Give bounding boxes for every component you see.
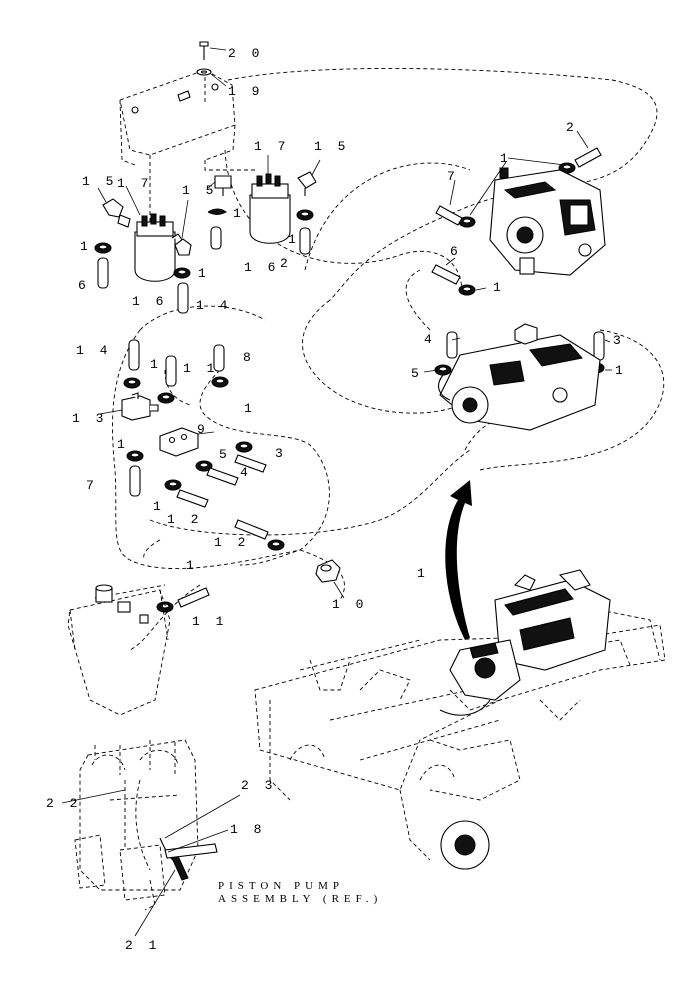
callout-19: 1 9 — [228, 84, 263, 99]
block-part-9 — [159, 427, 215, 457]
callout-4b: 4 — [424, 332, 436, 347]
callout-11a: 1 1 — [183, 361, 218, 376]
assembly-direction-arrow — [445, 480, 472, 640]
callout-1f: 1 — [244, 401, 256, 416]
callout-1b: 1 — [198, 266, 210, 281]
callout-9: 9 — [197, 422, 209, 437]
callout-7a: 7 — [86, 478, 98, 493]
piston-pump-lower — [423, 323, 612, 431]
callout-6b: 6 — [450, 244, 462, 259]
callout-15a: 1 5 — [82, 174, 117, 189]
caption-line-1: PISTON PUMP — [218, 880, 344, 892]
callout-3a: 3 — [275, 446, 287, 461]
callout-11b: 1 1 — [192, 614, 227, 629]
callout-2a: 2 — [280, 256, 292, 271]
callout-16b: 1 6 — [244, 260, 279, 275]
filter-part-16-left — [125, 185, 176, 282]
washer-part-19 — [196, 68, 227, 87]
callout-6a: 6 — [78, 278, 90, 293]
callout-1h: 1 — [153, 499, 165, 514]
callout-7b: 7 — [447, 169, 459, 184]
callout-8: 8 — [243, 350, 255, 365]
callout-1l: 1 — [615, 363, 627, 378]
callout-12a: 1 2 — [167, 512, 202, 527]
callout-17b: 1 7 — [254, 139, 289, 154]
callout-1i: 1 — [186, 558, 198, 573]
elbow-fittings-15 — [97, 159, 321, 256]
hoses — [97, 147, 605, 608]
callout-18: 1 8 — [230, 822, 265, 837]
callout-21: 2 1 — [125, 938, 160, 953]
piston-pump-reference-assembly — [61, 739, 241, 937]
callout-labels: 2 0 1 9 1 7 1 5 1 7 1 5 1 5 1 6 1 6 1 1 … — [46, 46, 627, 953]
hydraulic-tank — [67, 584, 171, 716]
callout-12b: 1 2 — [214, 535, 249, 550]
caption-line-2: ASSEMBLY (REF.) — [218, 893, 382, 905]
bolt-part-20 — [199, 41, 227, 60]
callout-1m: 1 — [417, 566, 429, 581]
callout-14b: 1 4 — [76, 343, 111, 358]
callout-17a: 1 7 — [117, 176, 152, 191]
fitting-part-10 — [315, 559, 345, 599]
filter-mount-bracket — [119, 69, 255, 230]
callout-3b: 3 — [613, 333, 625, 348]
piston-pump-upper — [445, 130, 606, 291]
callout-5b: 5 — [411, 366, 423, 381]
callout-1d: 1 — [288, 232, 300, 247]
callout-1j: 1 — [500, 151, 512, 166]
callout-5a: 5 — [219, 447, 231, 462]
callout-14a: 1 4 — [196, 298, 231, 313]
callout-20: 2 0 — [228, 46, 263, 61]
callout-23: 2 3 — [241, 778, 276, 793]
filter-part-16-right — [249, 155, 291, 244]
callout-2b: 2 — [566, 120, 578, 135]
callout-1a: 1 — [80, 239, 92, 254]
callout-1k: 1 — [493, 280, 505, 295]
callout-22: 2 2 — [46, 796, 81, 811]
callout-10: 1 0 — [332, 597, 367, 612]
callout-1e: 1 — [150, 357, 162, 372]
valve-part-13 — [99, 392, 159, 421]
tractor-frame-assembly — [254, 569, 666, 870]
callout-16a: 1 6 — [132, 294, 167, 309]
callout-15b: 1 5 — [314, 139, 349, 154]
callout-1g: 1 — [117, 437, 129, 452]
callout-1c: 1 — [233, 206, 245, 221]
piston-pump-caption: PISTON PUMP ASSEMBLY (REF.) — [218, 880, 382, 905]
callout-15c: 1 5 — [182, 183, 217, 198]
callout-4a: 4 — [240, 465, 252, 480]
callout-13: 1 3 — [72, 411, 107, 426]
